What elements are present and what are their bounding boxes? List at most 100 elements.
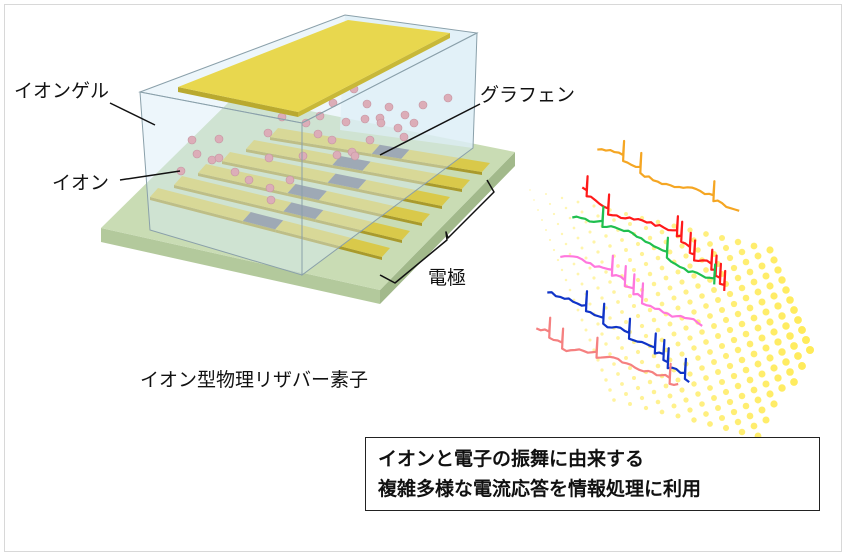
electrode-strip — [318, 191, 430, 223]
output-dot — [786, 296, 794, 304]
output-dot — [718, 234, 726, 242]
ion-particle — [263, 128, 273, 138]
output-dot — [782, 358, 790, 366]
ion-particle — [365, 135, 375, 145]
output-dot — [699, 329, 705, 335]
output-dot — [707, 313, 713, 319]
ion-label: イオン — [52, 172, 110, 194]
output-dot — [774, 266, 782, 274]
output-dot — [592, 276, 596, 280]
output-dot — [616, 300, 620, 304]
graphene-channel — [327, 173, 367, 189]
output-dot — [635, 241, 641, 247]
output-dot — [790, 342, 798, 350]
output-dot — [643, 225, 649, 231]
ion-particle — [265, 183, 275, 193]
output-dot — [766, 282, 774, 290]
output-dot — [754, 360, 762, 368]
current-signal-trace — [535, 316, 679, 386]
output-dot — [707, 385, 713, 391]
output-dot — [742, 258, 750, 266]
output-dot — [738, 428, 746, 436]
output-dot — [699, 293, 705, 299]
output-dot — [786, 368, 794, 376]
output-dot — [541, 219, 543, 221]
output-dot — [730, 372, 738, 380]
output-dot — [762, 380, 770, 388]
output-dot — [628, 258, 632, 262]
output-dot — [711, 287, 717, 293]
ion-particle — [244, 175, 254, 185]
ion-particle — [350, 151, 360, 161]
output-dot — [730, 336, 738, 344]
output-dot — [770, 256, 778, 264]
ion-particle — [298, 151, 308, 161]
output-dot — [726, 254, 734, 262]
output-dot — [572, 262, 576, 266]
output-dot — [544, 228, 548, 232]
top-gate-electrode — [178, 20, 450, 117]
output-dot — [786, 332, 794, 340]
output-dot — [635, 277, 641, 283]
output-dot — [584, 256, 588, 260]
output-dot — [643, 333, 649, 339]
output-dot — [794, 352, 802, 360]
output-dot — [762, 308, 770, 316]
output-dot — [738, 320, 746, 328]
output-dot — [805, 345, 815, 355]
output-dot — [679, 387, 685, 393]
ion-particle — [285, 175, 295, 185]
output-dot — [560, 268, 564, 272]
current-signal-trace — [581, 175, 727, 291]
output-dot — [782, 322, 790, 330]
output-dot — [703, 231, 709, 237]
output-dot — [683, 397, 689, 403]
output-dot — [608, 388, 612, 392]
output-dot — [659, 409, 665, 415]
output-dot — [718, 306, 726, 314]
output-dot — [556, 258, 560, 262]
output-dot — [564, 206, 568, 210]
output-dot — [746, 412, 754, 420]
output-dot — [651, 389, 657, 395]
ion-particle — [376, 118, 386, 128]
output-dot — [624, 212, 628, 216]
output-dot — [703, 303, 709, 309]
output-dot — [778, 384, 786, 392]
output-dot — [568, 288, 572, 292]
output-dot — [624, 392, 628, 396]
output-dot — [687, 335, 693, 341]
output-dot — [734, 418, 742, 426]
output-dot — [584, 220, 588, 224]
output-dot — [628, 402, 632, 406]
output-dot — [695, 283, 701, 289]
output-dot — [612, 398, 616, 402]
output-dot — [620, 310, 624, 314]
ion-particle — [264, 153, 274, 163]
output-dot — [750, 242, 758, 250]
output-dot — [647, 379, 653, 385]
output-dot — [726, 362, 734, 370]
output-dot — [679, 351, 685, 357]
output-dot — [651, 281, 657, 287]
output-dot — [707, 349, 713, 355]
electrode-label: 電極 — [428, 267, 467, 289]
output-dot — [746, 268, 754, 276]
output-dot — [604, 342, 608, 346]
output-dot — [608, 352, 612, 356]
output-dot — [596, 358, 600, 362]
output-dot — [722, 244, 730, 252]
output-dot — [580, 318, 584, 322]
output-dot — [596, 322, 600, 326]
output-dot — [580, 246, 584, 250]
output-dot — [762, 272, 770, 280]
output-dot — [718, 342, 726, 350]
output-dot — [600, 332, 604, 336]
output-dot — [770, 292, 778, 300]
output-dot — [711, 359, 717, 365]
output-dot — [624, 356, 628, 360]
ion-particle — [393, 123, 403, 133]
output-dot — [691, 417, 697, 423]
output-dot — [734, 274, 742, 282]
electrode-strip — [401, 149, 490, 172]
